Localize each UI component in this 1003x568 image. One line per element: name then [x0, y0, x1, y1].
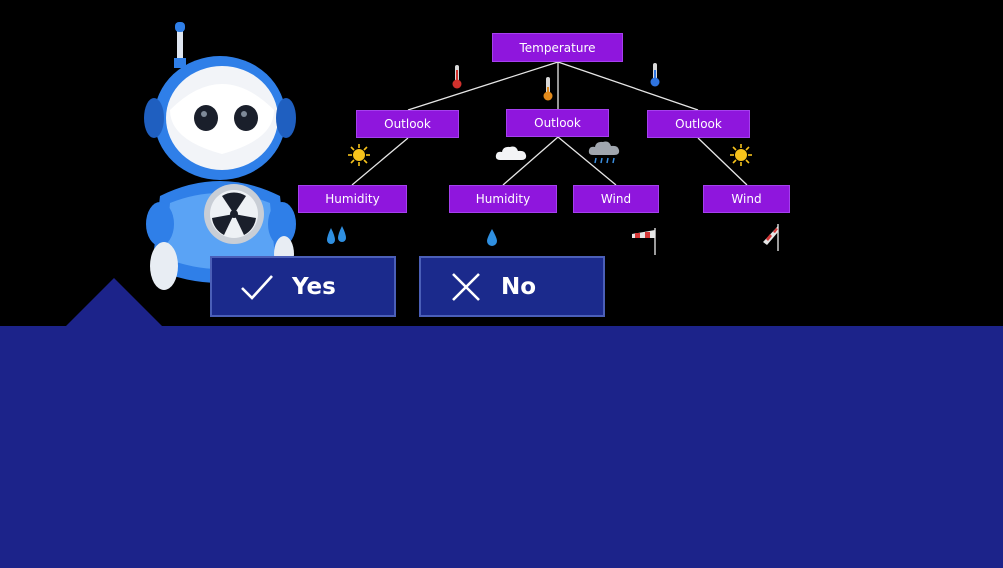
- thermometer-warm-icon: [543, 77, 553, 101]
- tree-node-outlook-left: Outlook: [356, 110, 459, 138]
- checkmark-icon: [241, 274, 273, 300]
- tree-node-wind-right: Wind: [703, 185, 790, 213]
- no-button[interactable]: No: [419, 256, 605, 317]
- thermometer-hot-icon: [452, 65, 462, 89]
- yes-button[interactable]: Yes: [210, 256, 396, 317]
- rain-cloud-icon: [588, 141, 620, 164]
- yes-button-label: Yes: [292, 273, 336, 300]
- tree-node-humidity-middle: Humidity: [449, 185, 557, 213]
- tree-node-outlook-middle: Outlook: [506, 109, 609, 137]
- raindrop-icon: [487, 229, 497, 246]
- thermometer-cold-icon: [650, 63, 660, 87]
- cloud-icon: [495, 146, 527, 160]
- tree-node-temperature: Temperature: [492, 33, 623, 62]
- tree-node-wind-middle: Wind: [573, 185, 659, 213]
- tree-node-outlook-right: Outlook: [647, 110, 750, 138]
- robot-mascot-icon: [144, 22, 296, 290]
- no-button-label: No: [501, 273, 537, 300]
- tree-node-humidity-left: Humidity: [298, 185, 407, 213]
- windsock-icon: [632, 228, 656, 255]
- panel-notch: [66, 278, 162, 326]
- sun-icon: [348, 144, 370, 166]
- decision-tree-edges: [351, 61, 748, 186]
- raindrops-icon: [327, 226, 346, 244]
- cross-icon: [452, 272, 480, 301]
- sun-icon: [730, 144, 752, 166]
- windsock-icon: [763, 224, 779, 251]
- answer-panel: [0, 326, 1003, 568]
